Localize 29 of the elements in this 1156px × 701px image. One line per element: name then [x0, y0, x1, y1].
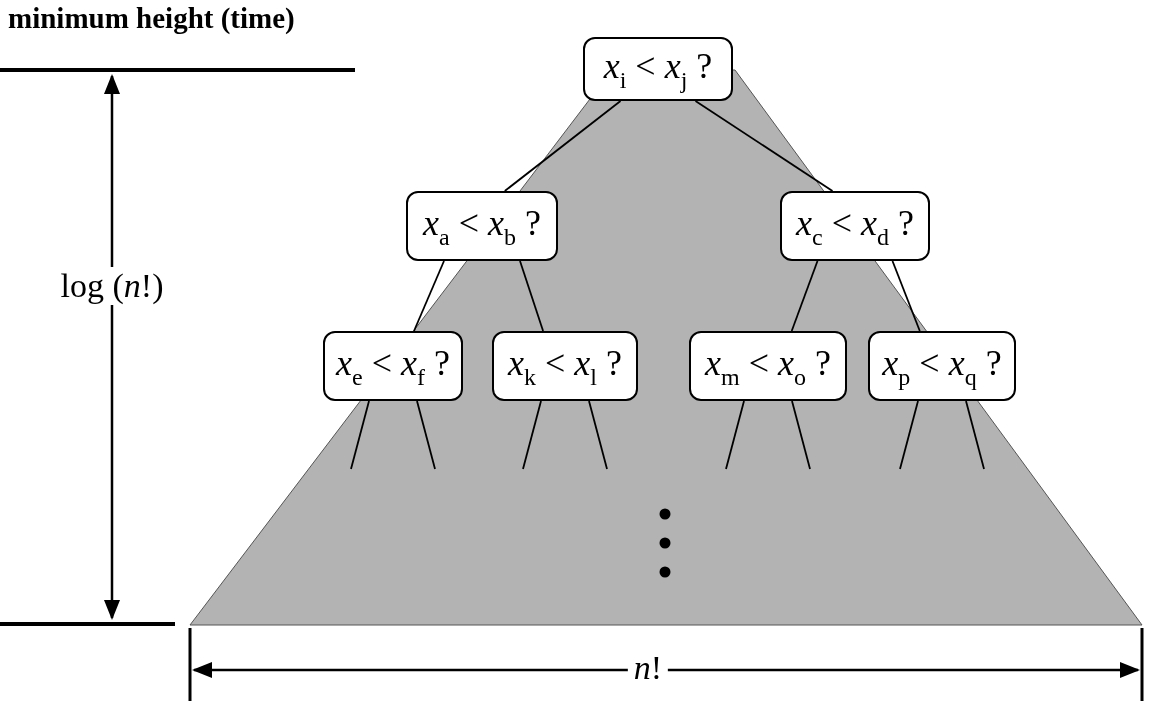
tree-branch — [519, 260, 544, 332]
tree-branch — [790, 260, 819, 332]
comparison-text: x$_{k}$ < x$_{l}$ ? — [508, 341, 622, 391]
tree-branch — [588, 400, 608, 470]
comparison-box — [323, 331, 463, 401]
tree-branch — [522, 400, 542, 470]
comparison-box — [492, 331, 638, 401]
comparison-text: x$_{i}$ < x$_{j}$ ? — [603, 44, 713, 94]
comparison-box — [583, 37, 733, 101]
title: minimum height (time) — [8, 2, 295, 35]
tree-branch — [899, 400, 919, 470]
comparison-box — [780, 191, 930, 261]
tree-branch — [891, 260, 921, 332]
tree-branch — [413, 260, 445, 332]
comparison-text: x$_{c}$ < x$_{d}$ ? — [796, 201, 914, 251]
comparison-box — [406, 191, 558, 261]
tree-branch — [503, 100, 622, 192]
tree-branch — [725, 400, 745, 470]
comparison-text: x$_{e}$ < x$_{f}$ ? — [336, 341, 450, 391]
tree-branch — [350, 400, 370, 470]
comparison-text: x$_{m}$ < x$_{o}$ ? — [705, 341, 831, 391]
tree-branch — [791, 400, 811, 470]
tree-branch — [694, 100, 834, 192]
comparison-box — [868, 331, 1016, 401]
tree-branch — [965, 400, 985, 470]
tree-branch — [416, 400, 436, 470]
comparison-box — [689, 331, 847, 401]
comparison-text: x$_{a}$ < x$_{b}$ ? — [423, 201, 541, 251]
comparison-text: x$_{p}$ < x$_{q}$ ? — [882, 341, 1002, 391]
